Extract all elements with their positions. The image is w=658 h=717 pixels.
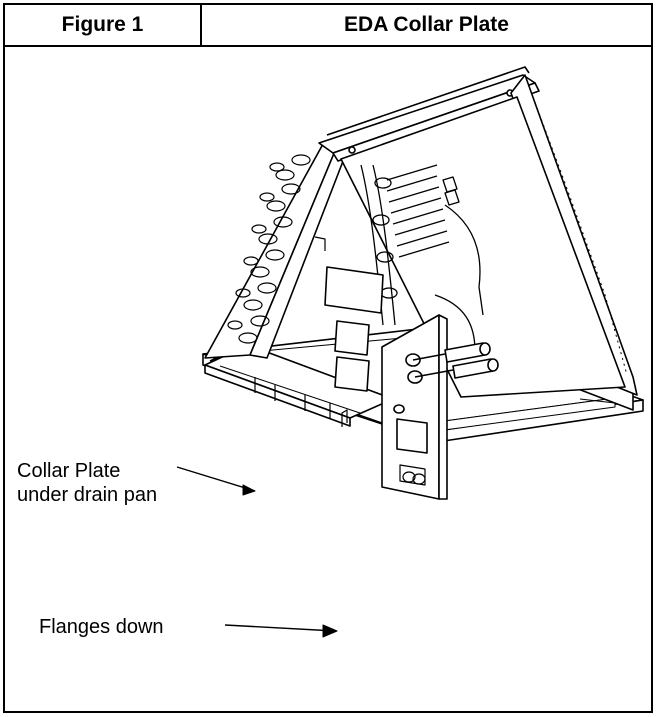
figure-title: EDA Collar Plate	[344, 13, 509, 36]
apex-header	[318, 66, 540, 162]
figure-number: Figure 1	[5, 5, 202, 45]
coil-drawing	[176, 66, 644, 638]
leader-lines	[176, 466, 338, 638]
refrigerant-fittings	[393, 342, 499, 414]
callout-flanges-down: Flanges down	[39, 616, 164, 638]
figure-header: Figure 1 EDA Collar Plate	[5, 5, 651, 47]
figure-frame: Figure 1 EDA Collar Plate	[3, 3, 653, 713]
access-panel	[381, 314, 448, 500]
left-coil-slab	[204, 143, 346, 359]
label-plates	[314, 236, 384, 392]
callout-collar-plate: Collar Plate under drain pan	[17, 460, 158, 506]
